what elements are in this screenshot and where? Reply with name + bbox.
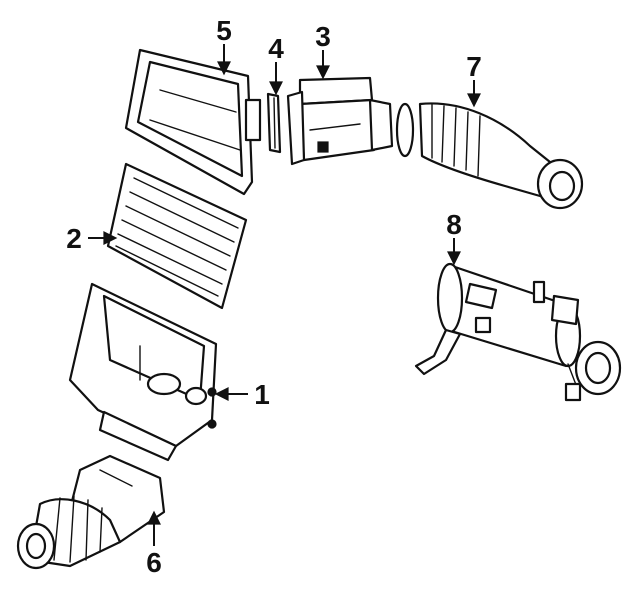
part-6-inlet-duct — [16, 454, 166, 570]
leader-lines — [88, 44, 481, 546]
callout-7: 7 — [466, 51, 482, 82]
part-7-hose — [395, 102, 584, 210]
callout-2: 2 — [66, 223, 82, 254]
part-5-cover — [124, 48, 262, 196]
callout-8: 8 — [446, 209, 462, 240]
callout-6: 6 — [146, 547, 162, 578]
callout-4: 4 — [268, 33, 284, 64]
part-4-gasket — [266, 92, 282, 154]
part-8-resonator — [414, 262, 622, 402]
callout-5: 5 — [216, 15, 232, 46]
callout-1: 1 — [254, 379, 270, 410]
part-2-filter — [106, 162, 248, 310]
part-1-housing — [68, 282, 218, 462]
callout-3: 3 — [315, 21, 331, 52]
part-3-sensor — [286, 76, 394, 166]
